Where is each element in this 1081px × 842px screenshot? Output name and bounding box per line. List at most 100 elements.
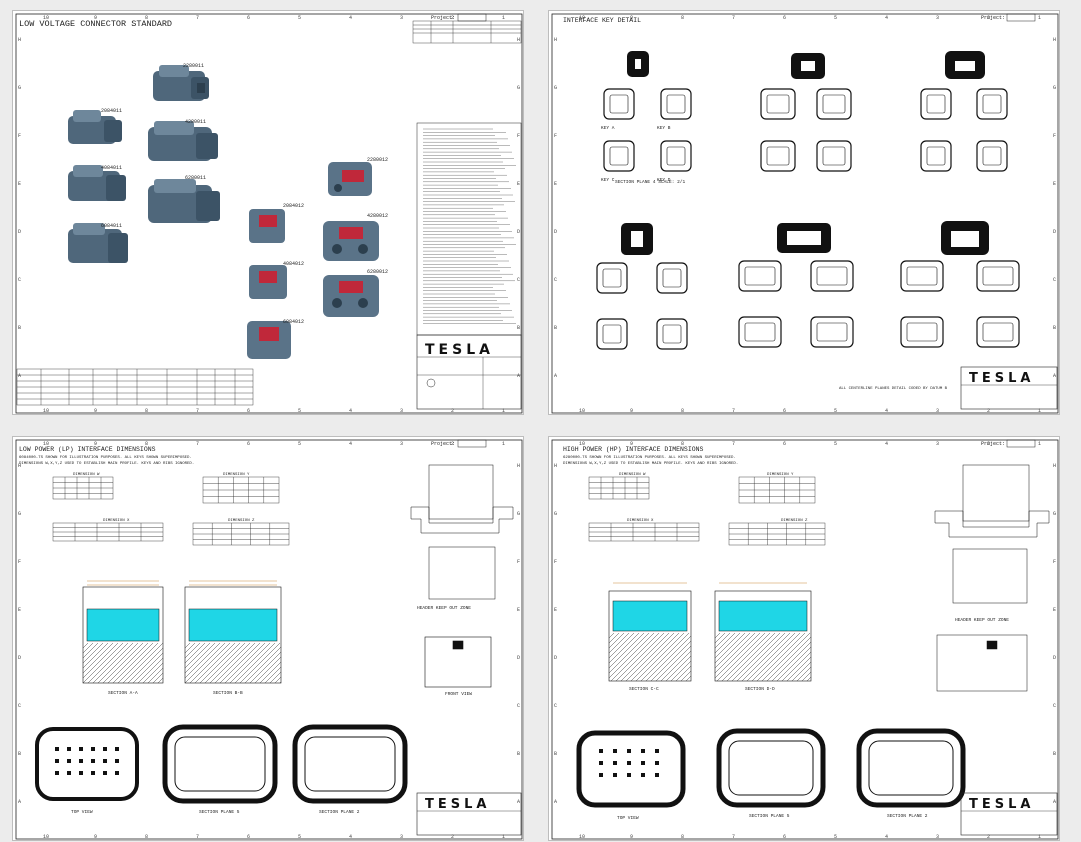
border-zone-number: 3: [936, 15, 939, 21]
border-zone-number: 7: [732, 441, 735, 447]
border-zone-letter: B: [517, 751, 520, 757]
border-zone-letter: E: [18, 607, 21, 613]
border-zone-number: 1: [1038, 15, 1041, 21]
section-plane-5-label: SECTION PLANE 5: [749, 813, 790, 819]
top-view: [35, 727, 139, 801]
section-a-a-view: [82, 580, 164, 684]
border-zone-number: 3: [400, 834, 403, 840]
border-zone-number: 6: [247, 408, 250, 414]
label-6084012: 6084012: [283, 319, 304, 325]
border-zone-number: 8: [681, 15, 684, 21]
dimension-z-label: DIMENSION Z: [781, 519, 808, 523]
border-zone-number: 5: [298, 408, 301, 414]
border-zone-number: 2: [451, 15, 454, 21]
border-zone-number: 4: [885, 15, 888, 21]
tesla-logo: TESLA: [425, 342, 494, 358]
section-d-d-view: [714, 582, 812, 682]
border-zone-number: 9: [94, 441, 97, 447]
title-block: TESLA: [416, 792, 522, 836]
border-zone-number: 3: [936, 834, 939, 840]
section-d-d-label: SECTION D-D: [745, 686, 775, 692]
dimension-y-label: DIMENSION Y: [767, 473, 794, 477]
border-zone-letter: B: [1053, 325, 1056, 331]
border-zone-number: 6: [783, 834, 786, 840]
sheet-title: LOW POWER (LP) INTERFACE DIMENSIONS: [19, 446, 156, 453]
border-zone-letter: F: [1053, 133, 1056, 139]
border-zone-letter: H: [517, 463, 520, 469]
border-zone-number: 4: [349, 15, 352, 21]
label-6280012: 6280012: [367, 269, 388, 275]
border-zone-number: 7: [732, 408, 735, 414]
border-zone-letter: D: [1053, 655, 1056, 661]
dimension-x-label: DIMENSION X: [103, 519, 130, 523]
border-zone-number: 10: [43, 834, 49, 840]
border-zone-number: 8: [145, 441, 148, 447]
border-zone-number: 10: [579, 834, 585, 840]
key-outline-group: [596, 88, 1020, 350]
border-zone-number: 6: [247, 834, 250, 840]
label-6280011: 6280011: [185, 175, 206, 181]
border-zone-number: 7: [196, 15, 199, 21]
border-zone-number: 4: [349, 441, 352, 447]
border-zone-letter: D: [1053, 229, 1056, 235]
label-2084012: 2084012: [283, 203, 304, 209]
border-zone-number: 3: [936, 441, 939, 447]
key-silhouette-group: [621, 51, 989, 255]
title-block: TESLA: [960, 366, 1058, 410]
section-b-b-view: [184, 580, 282, 684]
border-zone-number: 9: [630, 15, 633, 21]
border-zone-letter: C: [1053, 703, 1056, 709]
section-c-c-label: SECTION C-C: [629, 686, 659, 692]
dimension-w-label: DIMENSION W: [73, 473, 100, 477]
border-zone-number: 3: [936, 408, 939, 414]
border-zone-number: 5: [298, 834, 301, 840]
border-zone-letter: G: [554, 85, 557, 91]
border-zone-number: 2: [987, 441, 990, 447]
border-zone-letter: G: [517, 511, 520, 517]
border-zone-number: 9: [94, 408, 97, 414]
border-zone-letter: C: [18, 277, 21, 283]
border-zone-number: 6: [783, 15, 786, 21]
front-view-label: FRONT VIEW: [445, 691, 472, 697]
border-zone-letter: E: [1053, 607, 1056, 613]
label-4280012: 4280012: [367, 213, 388, 219]
border-zone-number: 5: [834, 408, 837, 414]
border-zone-number: 1: [1038, 408, 1041, 414]
border-zone-number: 10: [43, 408, 49, 414]
border-zone-letter: A: [554, 799, 557, 805]
label-4084012: 4084012: [283, 261, 304, 267]
border-zone-number: 8: [145, 15, 148, 21]
label-2280011: 2280011: [183, 63, 204, 69]
border-zone-number: 10: [579, 15, 585, 21]
border-zone-number: 7: [196, 441, 199, 447]
border-zone-letter: B: [554, 751, 557, 757]
label-6084011: 6084011: [101, 223, 122, 229]
border-zone-number: 8: [145, 408, 148, 414]
border-zone-number: 2: [451, 834, 454, 840]
tesla-logo: TESLA: [969, 797, 1034, 812]
border-zone-letter: E: [554, 607, 557, 613]
border-zone-number: 5: [298, 15, 301, 21]
key-b-label: KEY B: [657, 125, 671, 131]
border-zone-letter: F: [18, 133, 21, 139]
border-zone-letter: E: [517, 607, 520, 613]
title-block: TESLA: [416, 334, 522, 410]
border-zone-number: 2: [987, 408, 990, 414]
border-zone-number: 1: [1038, 834, 1041, 840]
border-zone-letter: A: [18, 373, 21, 379]
border-zone-letter: C: [1053, 277, 1056, 283]
border-zone-number: 3: [400, 15, 403, 21]
border-zone-letter: H: [18, 463, 21, 469]
border-zone-letter: B: [18, 751, 21, 757]
border-zone-letter: A: [517, 373, 520, 379]
section-plane-2-label: SECTION PLANE 2: [887, 813, 928, 819]
label-2084011: 2084011: [101, 108, 122, 114]
border-zone-letter: H: [517, 37, 520, 43]
project-label: Project:: [431, 15, 455, 21]
project-label: Project:: [431, 441, 455, 447]
border-zone-letter: D: [18, 229, 21, 235]
